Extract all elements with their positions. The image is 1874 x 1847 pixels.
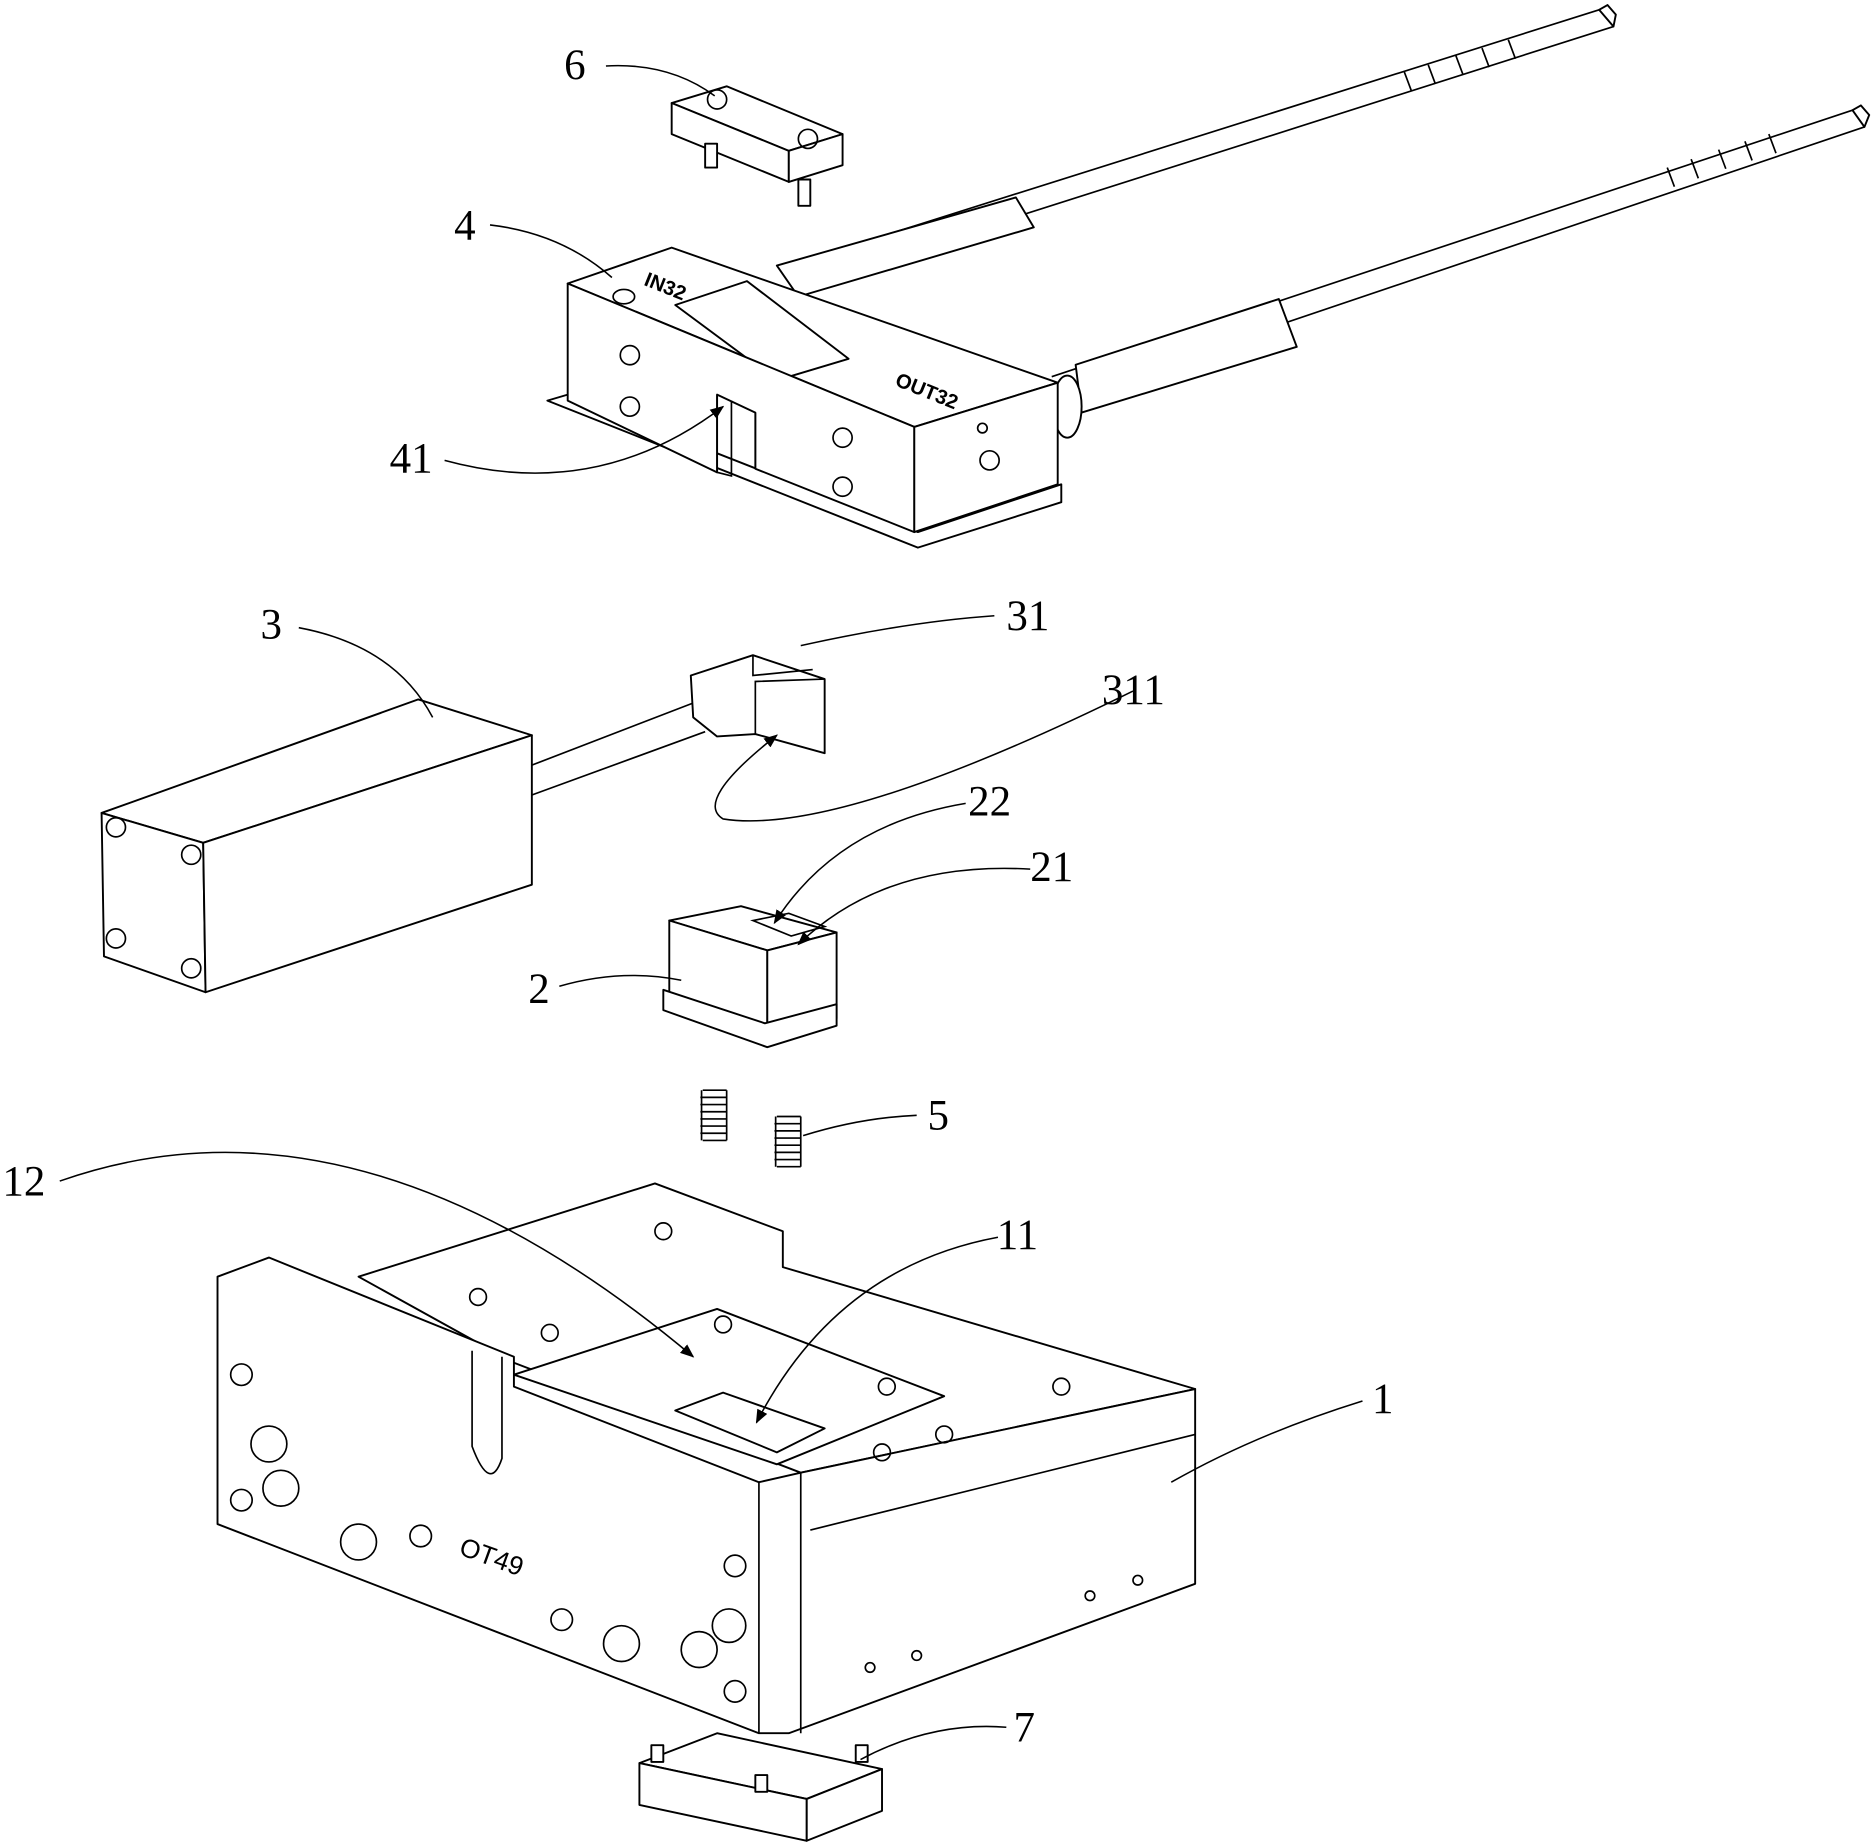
label-3: 3 [261,601,283,648]
part-6-cover-block [670,85,844,207]
label-11: 11 [997,1212,1038,1259]
leader-lines [59,64,1363,1761]
label-4: 4 [454,202,476,249]
label-2: 2 [528,966,550,1013]
label-311: 311 [1102,667,1165,714]
label-6: 6 [564,42,586,89]
label-1: 1 [1372,1376,1394,1423]
label-21: 21 [1030,844,1073,891]
part-3-cylinder [100,654,826,994]
label-7: 7 [1013,1705,1035,1752]
part-4-rods [775,4,1871,439]
label-22: 22 [968,778,1011,825]
label-12: 12 [2,1158,45,1205]
label-31: 31 [1006,593,1049,640]
part-1-base: OT49 [216,1182,1197,1735]
part-4-slider-block: IN32 OUT32 [546,246,1063,549]
part-7-plate [638,1732,883,1842]
part-2-slider [662,905,838,1049]
label-5: 5 [927,1093,949,1140]
reference-numerals: 6 4 41 3 31 311 22 21 2 5 12 11 1 7 [2,42,1393,1751]
label-41: 41 [390,435,433,482]
part-5-springs [700,1089,802,1168]
